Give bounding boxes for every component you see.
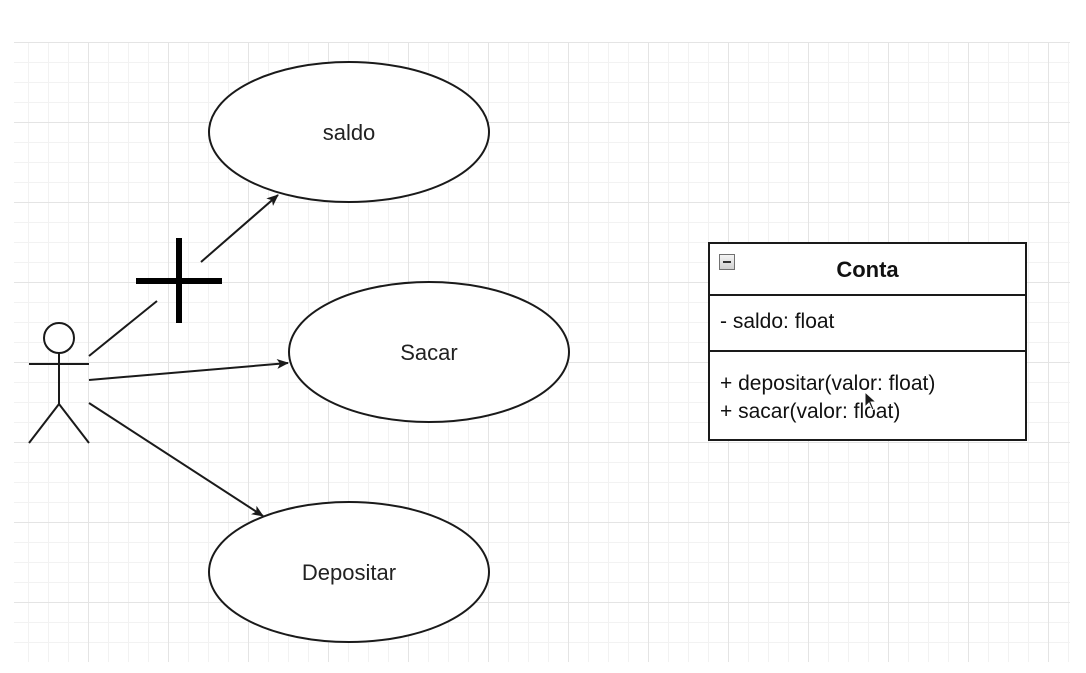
use-case-label: Sacar [400, 340, 457, 365]
use-case-sacar[interactable]: Sacar [288, 281, 570, 423]
class-attributes[interactable]: - saldo: float [710, 296, 1025, 352]
class-method: + sacar(valor: float) [720, 400, 901, 423]
use-case-label: Depositar [302, 560, 396, 585]
class-attribute: - saldo: float [720, 310, 835, 333]
class-header[interactable]: Conta [710, 244, 1025, 296]
actor-icon[interactable] [28, 322, 90, 444]
mouse-pointer-icon [864, 391, 878, 411]
use-case-saldo[interactable]: saldo [208, 61, 490, 203]
collapse-minus-icon[interactable] [719, 254, 735, 270]
class-name: Conta [836, 257, 899, 282]
association-sacar[interactable] [88, 358, 289, 381]
class-methods[interactable]: + depositar(valor: float) + sacar(valor:… [710, 352, 1025, 426]
association-saldo[interactable] [88, 195, 278, 357]
uml-class-conta[interactable]: Conta - saldo: float + depositar(valor: … [708, 242, 1027, 441]
class-method: + depositar(valor: float) [720, 372, 936, 395]
crosshair-move-cursor-icon [136, 238, 222, 323]
use-case-label: saldo [323, 120, 376, 145]
use-case-depositar[interactable]: Depositar [208, 501, 490, 643]
association-depositar[interactable] [88, 402, 264, 517]
